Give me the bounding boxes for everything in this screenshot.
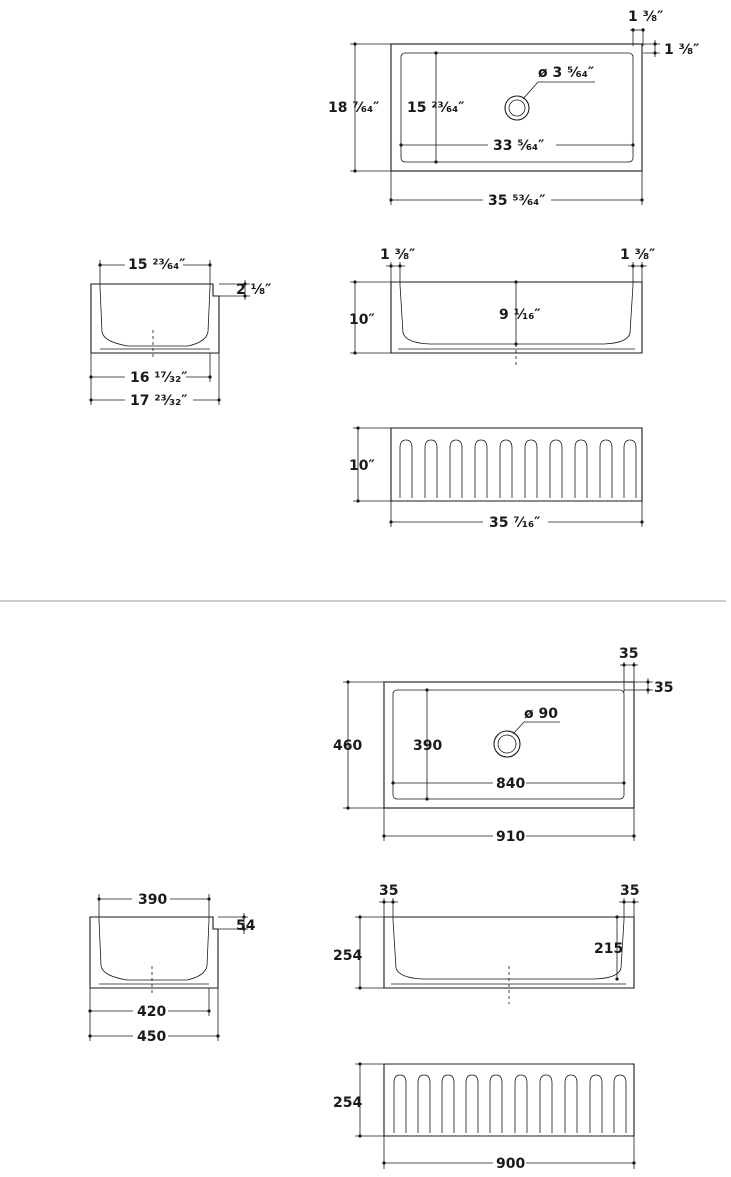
imperial-front-elevation: 10″ 35 ⁷⁄₁₆″ [349,426,644,531]
lip-label: 54 [236,918,256,934]
mid-width-label: 420 [137,1004,166,1020]
drain-outer [504,95,530,121]
basin-outline [400,52,634,163]
metric-side-view: 390 54 420 450 [88,890,256,1045]
metric-top-view: 35 35 ø 90 460 390 840 9 [333,646,673,845]
overall-depth-label: 17 ²³⁄₃₂″ [130,393,187,409]
inner-width-label: 33 ⁵⁄₆₄″ [493,138,544,154]
imperial-drawings: 1 ⅜″ 1 ⅜″ ø 3 ⁵⁄₆₄″ 18 ⁷⁄₆₄″ 15 ²³⁄₆₄″ [89,9,699,531]
drain-label: ø 90 [524,706,558,722]
overall-width-label: 35 ⁵³⁄₆₄″ [488,193,545,209]
metric-front-section: 215 35 35 254 [333,883,639,1004]
apron-flutes [393,1074,627,1134]
sink-outline [390,43,643,172]
height-label: 10″ [349,312,375,328]
apron-flutes [399,439,637,499]
mid-width-label: 16 ¹⁷⁄₃₂″ [130,370,187,386]
drain-inner [508,99,526,117]
rim-x-label: 1 ⅜″ [628,9,663,25]
drain-outer [493,730,521,758]
rim-y-label: 35 [654,680,673,696]
inner-height-label: 390 [413,738,442,754]
top-width-label: 15 ²³⁄₆₄″ [128,257,185,273]
front-section-outline [390,281,643,354]
top-width-label: 390 [138,892,167,908]
imperial-front-section: 9 ¹⁄₁₆″ 1 ⅜″ 1 ⅜″ 10″ [349,247,655,368]
side-basin [98,919,210,981]
apron-outline [390,427,643,502]
rim-left-label: 1 ⅜″ [380,247,415,263]
metric-front-elevation: 254 900 [333,1062,636,1172]
imperial-side-view: 15 ²³⁄₆₄″ 2 ⅛″ 16 ¹⁷⁄₃₂″ 17 ²³⁄₃₂″ [89,254,271,409]
height-label: 254 [333,1095,362,1111]
overall-depth-label: 450 [137,1029,166,1045]
inner-width-label: 840 [496,776,525,792]
drain-inner [497,734,517,754]
width-label: 35 ⁷⁄₁₆″ [489,515,540,531]
side-outline [90,283,220,354]
height-label: 18 ⁷⁄₆₄″ [328,100,379,116]
inner-height-label: 15 ²³⁄₆₄″ [407,100,464,116]
rim-right-label: 1 ⅜″ [620,247,655,263]
rim-right-label: 35 [620,883,639,899]
sink-outline [383,681,635,809]
drain-label: ø 3 ⁵⁄₆₄″ [538,65,594,81]
imperial-top-view: 1 ⅜″ 1 ⅜″ ø 3 ⁵⁄₆₄″ 18 ⁷⁄₆₄″ 15 ²³⁄₆₄″ [328,9,699,209]
rim-left-label: 35 [379,883,398,899]
overall-width-label: 910 [496,829,525,845]
inner-depth-label: 215 [594,941,623,957]
rim-y-label: 1 ⅜″ [664,42,699,58]
rim-x-label: 35 [619,646,638,662]
inner-depth-label: 9 ¹⁄₁₆″ [499,307,541,323]
lip-label: 2 ⅛″ [236,282,271,298]
height-label: 460 [333,738,362,754]
basin-outline [392,689,625,800]
side-basin [99,286,211,347]
front-section-basin [392,919,625,980]
width-label: 900 [496,1156,525,1172]
height-label: 254 [333,948,362,964]
front-section-outline [383,916,635,989]
height-label: 10″ [349,458,375,474]
side-outline [89,916,219,989]
metric-drawings: 35 35 ø 90 460 390 840 9 [88,646,673,1172]
